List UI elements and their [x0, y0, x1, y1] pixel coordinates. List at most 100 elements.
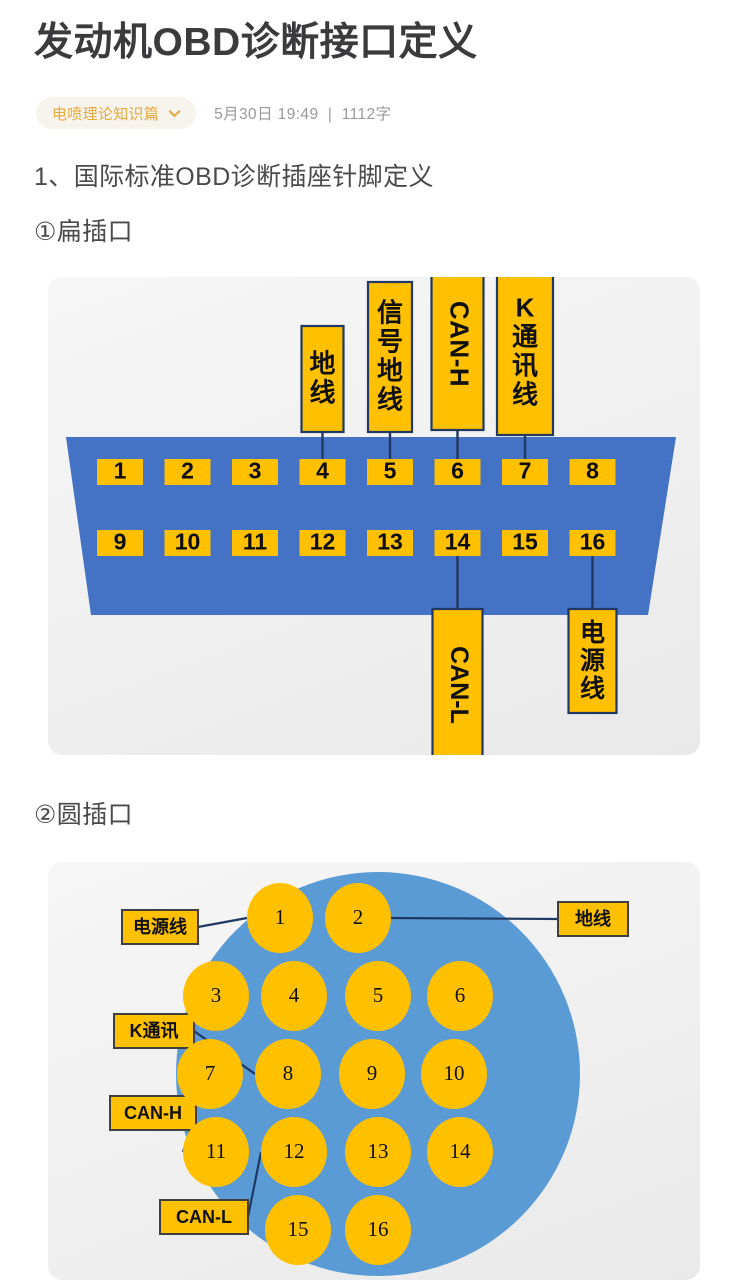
- connector-pin-number: 12: [310, 529, 336, 555]
- topic-tag-label: 电喷理论知识篇: [52, 105, 160, 123]
- connector-pin: [345, 1195, 411, 1265]
- wire-label-text: 电: [580, 619, 605, 647]
- section-heading-1: 1、国际标准OBD诊断插座针脚定义: [34, 163, 434, 191]
- wire-label-box: [113, 1013, 195, 1049]
- connector-pin: [247, 883, 313, 953]
- topic-tag-button[interactable]: 电喷理论知识篇: [36, 97, 197, 129]
- wire-label-box: [430, 277, 485, 432]
- wire-label-text: K通讯: [130, 1021, 179, 1041]
- page-title: 发动机OBD诊断接口定义: [34, 21, 478, 64]
- wire-label-text: 线: [580, 674, 605, 703]
- wire-label-box: [159, 1199, 249, 1235]
- connector-pin-number: 3: [211, 983, 222, 1007]
- wire-label-text: 线: [377, 385, 403, 415]
- wire-label-text: CAN-L: [176, 1207, 232, 1227]
- wire-label-box: [300, 324, 345, 434]
- subsection-heading-round: ②圆插口: [34, 801, 134, 829]
- connector-pin-number: 16: [580, 529, 606, 555]
- connector-pin-number: 8: [283, 1061, 294, 1085]
- connector-pin-number: 13: [377, 529, 403, 555]
- connector-pin-number: 14: [450, 1139, 472, 1163]
- leader-line: [197, 916, 248, 929]
- connector-pin-number: 10: [444, 1061, 465, 1085]
- connector-pin-number: 9: [114, 529, 127, 555]
- wire-label-box: [431, 607, 484, 755]
- connector-pin: [434, 530, 481, 556]
- connector-pin: [434, 459, 481, 485]
- connector-pin: [177, 1039, 243, 1109]
- connector-pin: [427, 961, 493, 1031]
- wire-label-text: 号: [377, 327, 403, 357]
- connector-pin: [421, 1039, 487, 1109]
- connector-pin-number: 11: [206, 1139, 226, 1163]
- connector-pin-number: 5: [384, 458, 397, 484]
- connector-pin-number: 9: [367, 1061, 378, 1085]
- connector-pin: [339, 1039, 405, 1109]
- wire-label-text: 线: [512, 380, 538, 410]
- connector-pin: [265, 1195, 331, 1265]
- wire-label-text: 源: [580, 647, 605, 675]
- article-meta: 电喷理论知识篇 5月30日 19:49 | 1112字: [36, 96, 391, 130]
- connector-pin: [164, 459, 211, 485]
- connector-pin-number: 13: [368, 1139, 389, 1163]
- wire-label-text: CAN-L: [445, 646, 473, 724]
- connector-pin-number: 12: [284, 1139, 305, 1163]
- connector-pin-number: 6: [451, 458, 464, 484]
- wire-label-box: [495, 277, 555, 437]
- connector-pin: [345, 1117, 411, 1187]
- leader-line: [246, 1151, 263, 1218]
- connector-pin-number: 7: [205, 1061, 216, 1085]
- wire-label-text: 地: [377, 356, 403, 386]
- connector-pin-number: 14: [445, 529, 471, 555]
- connector-pin-number: 1: [275, 905, 286, 929]
- wire-label-text: K: [516, 293, 535, 323]
- wire-label-box: [366, 280, 414, 434]
- wire-label-text: CAN-H: [445, 301, 475, 387]
- connector-pin: [97, 459, 143, 485]
- wire-label-box: [557, 901, 629, 937]
- connector-pin-number: 7: [519, 458, 532, 484]
- wire-label-box: [567, 607, 618, 715]
- connector-pin-number: 11: [243, 529, 268, 555]
- connector-pin: [569, 459, 616, 485]
- connector-pin: [569, 530, 616, 556]
- connector-pin: [164, 530, 211, 556]
- connector-pin-number: 15: [512, 529, 538, 555]
- connector-pin-number: 4: [289, 983, 300, 1007]
- connector-pin: [261, 961, 327, 1031]
- connector-pin-number: 10: [175, 529, 201, 555]
- connector-pin-number: 2: [353, 905, 364, 929]
- connector-pin: [299, 459, 346, 485]
- wire-label-text: 地线: [575, 908, 611, 929]
- connector-pin-number: 8: [586, 458, 599, 484]
- connector-pin: [232, 530, 278, 556]
- connector-pin: [183, 961, 249, 1031]
- connector-pin: [183, 1117, 249, 1187]
- connector-pin: [261, 1117, 327, 1187]
- wire-label-text: 信: [377, 298, 403, 328]
- wire-label-text: 通: [512, 322, 538, 352]
- wire-label-box: [121, 909, 199, 945]
- chevron-down-icon: [168, 109, 181, 117]
- connector-pin: [232, 459, 278, 485]
- connector-pin: [345, 961, 411, 1031]
- connector-pin: [325, 883, 391, 953]
- wire-label-text: CAN-H: [124, 1103, 182, 1123]
- wire-label-text: 地: [309, 349, 335, 379]
- article-date-and-count: 5月30日 19:49 | 1112字: [214, 106, 392, 123]
- connector-pin: [502, 459, 548, 485]
- wire-label-box: [109, 1095, 197, 1131]
- connector-pin: [255, 1039, 321, 1109]
- connector-pin-number: 4: [316, 458, 329, 484]
- connector-pin-number: 1: [114, 458, 127, 484]
- connector-pin-number: 2: [181, 458, 194, 484]
- connector-pin-number: 15: [288, 1217, 309, 1241]
- wire-label-text: 讯: [512, 351, 538, 381]
- connector-pin: [367, 530, 413, 556]
- connector-pin-number: 3: [249, 458, 262, 484]
